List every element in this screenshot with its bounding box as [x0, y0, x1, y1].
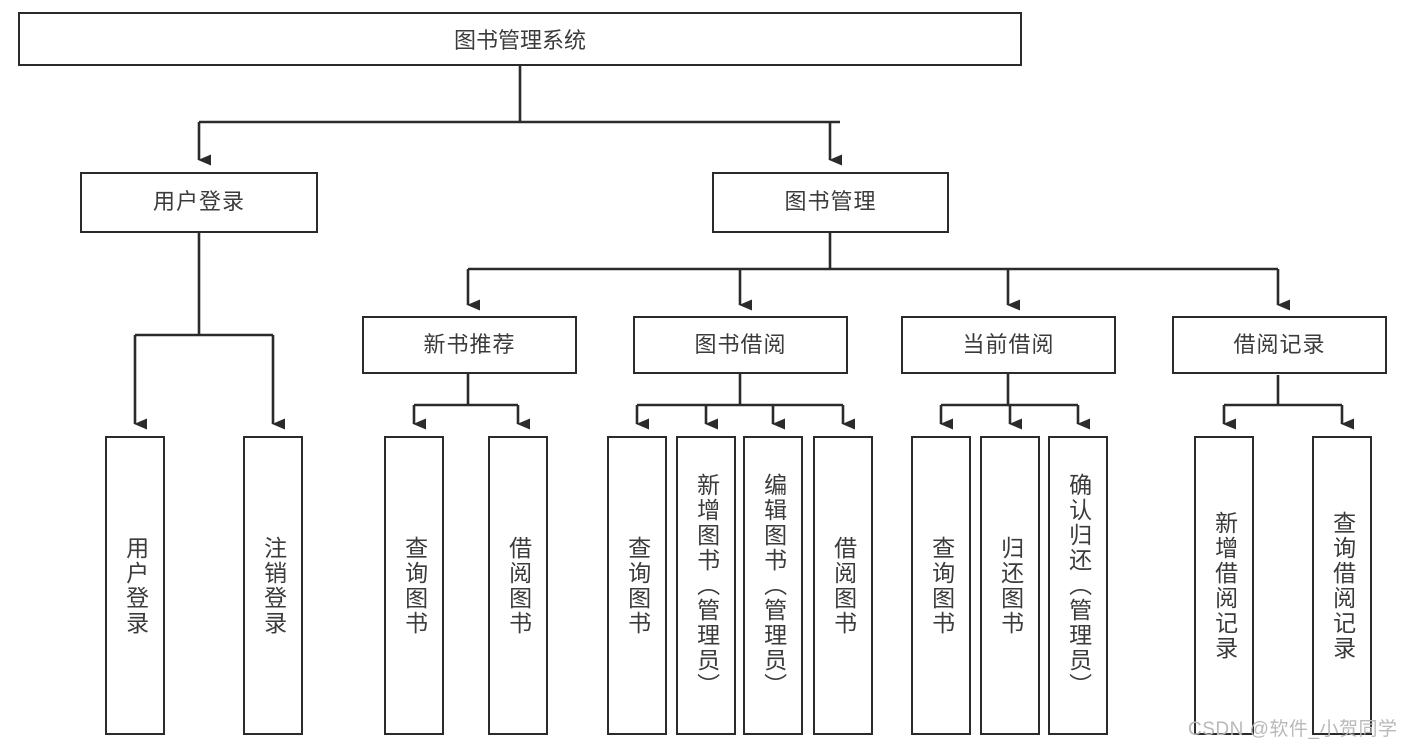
leaf-label: 查询图书: [624, 535, 651, 636]
node-label: 新书推荐: [423, 331, 516, 357]
node-root-system[interactable]: 图书管理系统: [18, 12, 1022, 66]
leaf-user-login-signin[interactable]: 用户登录: [105, 436, 165, 735]
leaf-user-login-signout[interactable]: 注销登录: [243, 436, 303, 735]
node-book-borrow[interactable]: 图书借阅: [633, 316, 848, 374]
node-label: 借阅记录: [1233, 331, 1326, 357]
leaf-label: 新增图书（管理员）: [693, 473, 720, 698]
leaf-recommend-query-book[interactable]: 查询图书: [384, 436, 444, 735]
leaf-label: 查询图书: [401, 535, 428, 636]
leaf-current-return-book[interactable]: 归还图书: [980, 436, 1040, 735]
leaf-current-query-book[interactable]: 查询图书: [911, 436, 971, 735]
leaf-borrow-query-book[interactable]: 查询图书: [607, 436, 667, 735]
node-label: 用户登录: [152, 189, 245, 215]
leaf-label: 编辑图书（管理员）: [760, 473, 787, 698]
leaf-recommend-borrow-book[interactable]: 借阅图书: [488, 436, 548, 735]
leaf-borrow-borrow-book[interactable]: 借阅图书: [813, 436, 873, 735]
node-current-borrow[interactable]: 当前借阅: [901, 316, 1116, 374]
leaf-record-query-record[interactable]: 查询借阅记录: [1312, 436, 1372, 735]
leaf-label: 确认归还（管理员）: [1065, 473, 1092, 698]
leaf-borrow-edit-book-admin[interactable]: 编辑图书（管理员）: [743, 436, 803, 735]
node-book-management[interactable]: 图书管理: [712, 172, 949, 233]
leaf-label: 注销登录: [260, 535, 287, 636]
leaf-label: 借阅图书: [830, 535, 857, 636]
node-new-book-recommend[interactable]: 新书推荐: [362, 316, 577, 374]
leaf-label: 用户登录: [122, 535, 149, 636]
node-borrow-record[interactable]: 借阅记录: [1172, 316, 1387, 374]
node-label: 当前借阅: [962, 331, 1055, 357]
leaf-label: 查询借阅记录: [1329, 510, 1356, 661]
node-label: 图书管理系统: [453, 28, 586, 53]
leaf-current-confirm-return-admin[interactable]: 确认归还（管理员）: [1048, 436, 1108, 735]
leaf-record-add-record[interactable]: 新增借阅记录: [1194, 436, 1254, 735]
leaf-label: 新增借阅记录: [1211, 510, 1238, 661]
node-user-login[interactable]: 用户登录: [80, 172, 318, 233]
csdn-watermark: CSDN @软件_小贺同学: [1188, 719, 1398, 740]
leaf-label: 归还图书: [997, 535, 1024, 636]
node-label: 图书借阅: [694, 331, 787, 357]
leaf-label: 借阅图书: [505, 535, 532, 636]
leaf-label: 查询图书: [928, 535, 955, 636]
leaf-borrow-add-book-admin[interactable]: 新增图书（管理员）: [676, 436, 736, 735]
node-label: 图书管理: [784, 189, 877, 215]
